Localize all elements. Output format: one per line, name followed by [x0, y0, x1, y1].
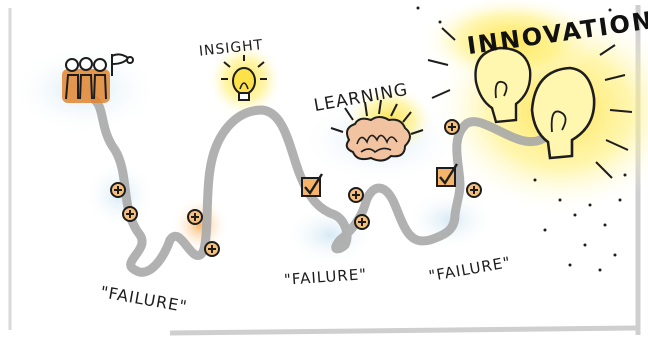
plus-circle-icon [204, 241, 220, 257]
plus-circle-icons [110, 119, 482, 257]
plus-circle-icon [110, 182, 126, 198]
plus-circle-icon [466, 182, 482, 198]
big-lightbulb-icon [427, 27, 633, 179]
flag-icon [111, 53, 134, 76]
insight-label: INSIGHT [198, 37, 264, 60]
sparkle-dots [416, 6, 627, 272]
failure-label-3: "FAILURE" [427, 253, 512, 285]
plus-circle-icon [187, 209, 203, 225]
plus-circle-icon [122, 206, 138, 222]
failure-label-1: "FAILURE" [99, 282, 189, 316]
plus-circle-icon [348, 187, 364, 203]
brain-icon [330, 99, 424, 162]
checkbox-icon [436, 163, 459, 187]
plus-circle-icon [444, 119, 460, 135]
plus-circle-icon [354, 214, 370, 230]
lightbulb-icon [221, 55, 267, 101]
journey-path [90, 95, 563, 277]
team-icon [62, 57, 110, 103]
checkbox-icon [301, 173, 324, 197]
failure-label-2: "FAILURE" [283, 265, 367, 289]
